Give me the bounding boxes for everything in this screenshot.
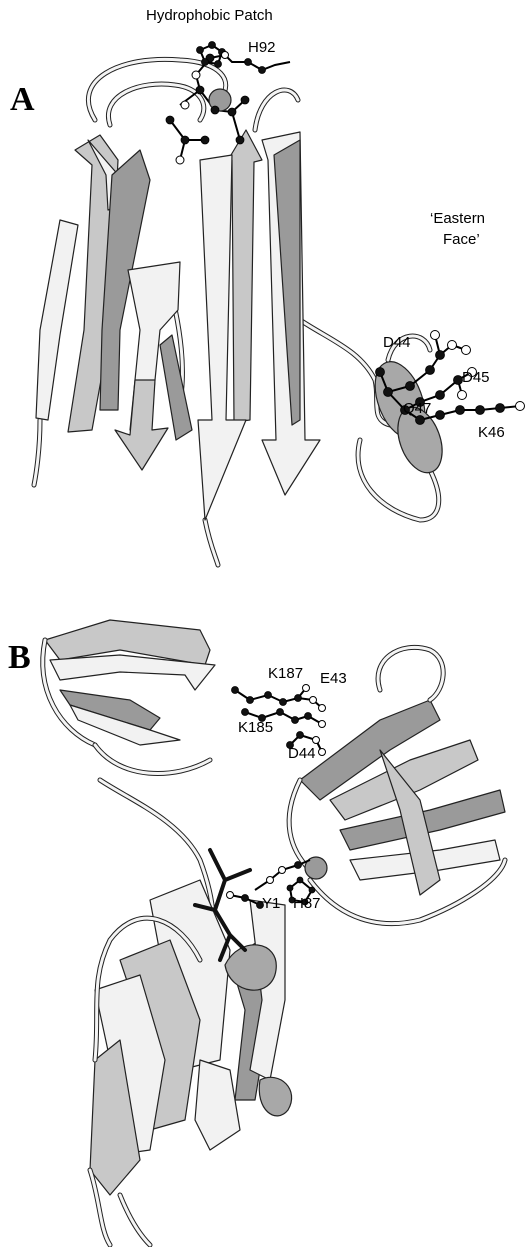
panel-a-letter: A — [10, 81, 35, 118]
residue-d44-label: D44 — [383, 334, 411, 351]
residue-k46-label: K46 — [478, 424, 505, 441]
residue-y1-label: Y1 — [262, 895, 280, 912]
residue-e43-label: E43 — [320, 670, 347, 687]
panel-b-upper-domain — [43, 620, 215, 774]
residue-k187-label: K187 — [268, 665, 303, 682]
panel-b: B — [8, 620, 505, 1245]
residue-d44-label-b: D44 — [288, 745, 316, 762]
residue-h87-label: H87 — [293, 895, 321, 912]
panel-a: A Hydrophobic Patch — [10, 7, 525, 565]
eastern-face-label-line1: ‘Eastern — [430, 210, 485, 227]
residue-h92-label: H92 — [248, 39, 276, 56]
panel-b-lower-domain — [90, 780, 292, 1245]
eastern-face-label-line2: Face’ — [443, 231, 480, 248]
panel-b-letter: B — [8, 639, 31, 676]
residue-d45-label: D45 — [462, 369, 490, 386]
residue-q47-label: Q47 — [403, 400, 431, 417]
residue-k185-label: K185 — [238, 719, 273, 736]
panel-b-right-domain — [289, 647, 505, 923]
hydrophobic-patch-label: Hydrophobic Patch — [146, 7, 273, 24]
